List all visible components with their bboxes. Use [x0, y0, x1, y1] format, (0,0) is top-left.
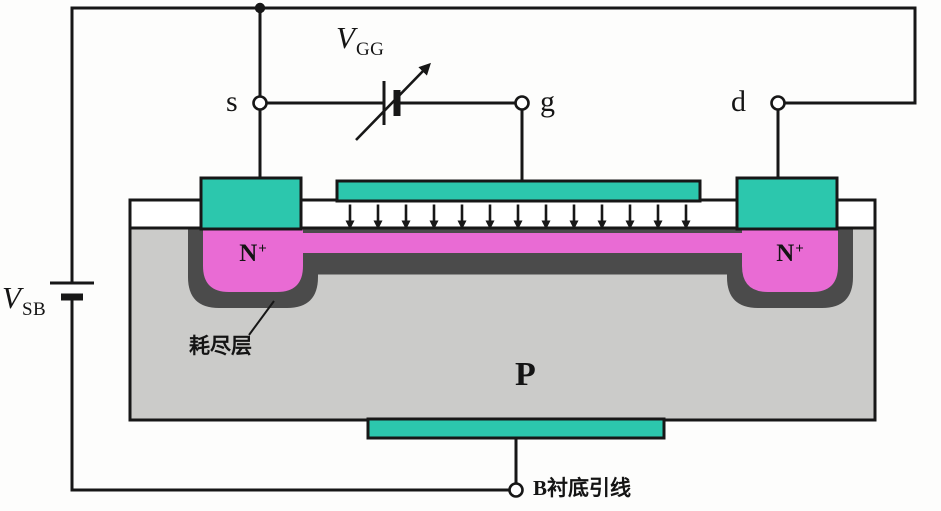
induced-channel [240, 233, 800, 253]
p-substrate-label: P [515, 356, 536, 393]
n-plus-source-base: N [239, 240, 258, 267]
n-plus-source-sup: + [258, 241, 267, 257]
source-terminal-label: s [226, 85, 238, 118]
depletion-layer-label: 耗尽层 [189, 334, 252, 358]
drain-contact [735, 176, 839, 231]
depletion-pointer-line [248, 300, 275, 336]
device-structure [128, 176, 877, 440]
junction-dot [254, 2, 266, 14]
gate-terminal-node [514, 95, 530, 111]
gate-field-arrows [345, 204, 691, 230]
drain-terminal-node [770, 95, 786, 111]
source-contact [199, 176, 303, 231]
vsb-symbol: V [2, 280, 21, 315]
vsb-battery-symbol [50, 281, 94, 301]
vgg-label: VGG [336, 20, 384, 59]
n-regions-and-channel [203, 229, 838, 292]
terminal-nodes [252, 95, 786, 498]
vgg-battery-symbol [355, 62, 431, 141]
substrate-terminal-node [508, 482, 524, 498]
gate-electrode [335, 179, 702, 203]
gate-terminal-label: g [540, 85, 555, 118]
source-terminal-node [252, 95, 268, 111]
n-plus-drain-sup: + [795, 241, 804, 257]
substrate-lead-label: B衬底引线 [533, 476, 632, 500]
vsb-label: VSB [2, 280, 46, 319]
top-loop-wire [70, 6, 917, 283]
drain-terminal-label: d [731, 85, 746, 118]
vgg-symbol: V [336, 20, 355, 55]
variable-arrow [355, 62, 431, 141]
n-plus-label-source: N+ [203, 241, 303, 266]
wiring [70, 2, 917, 492]
vsb-subscript: SB [21, 299, 47, 320]
vgg-subscript: GG [355, 39, 385, 60]
n-plus-drain-base: N [776, 240, 795, 267]
n-plus-label-drain: N+ [742, 241, 838, 266]
bottom-return-wire [70, 297, 510, 492]
substrate-contact [366, 417, 666, 440]
